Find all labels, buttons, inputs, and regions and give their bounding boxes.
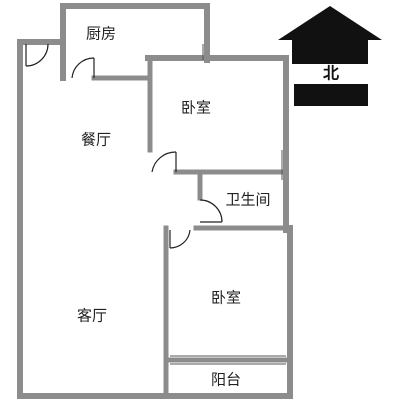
north-arrow-base [294,84,368,106]
bedroom-south-door[interactable] [169,229,191,249]
north-label: 北 [323,64,339,83]
kitchen-label: 厨房 [86,25,116,43]
north-arrow-head [278,6,382,64]
kitchen-door[interactable] [71,57,95,79]
windows [170,44,286,365]
bedroom-south-label: 卧室 [211,289,241,307]
bedroom-north-label: 卧室 [181,99,211,117]
north-arrow-icon: 北 [278,6,382,106]
dining-label: 餐厅 [81,131,111,149]
doors [25,43,223,249]
bedroom-north-door[interactable] [151,151,177,173]
bathroom-label: 卫生间 [225,191,270,209]
room-labels: 厨房 餐厅 卧室 卫生间 客厅 卧室 阳台 [77,25,271,389]
entrance-door[interactable] [25,43,49,67]
living-label: 客厅 [77,307,107,325]
interior-walls [91,55,293,399]
kitchen-wall [60,3,210,81]
bathroom-door[interactable] [199,199,223,223]
balcony-label: 阳台 [211,371,241,389]
dining-top-wall [17,39,293,399]
